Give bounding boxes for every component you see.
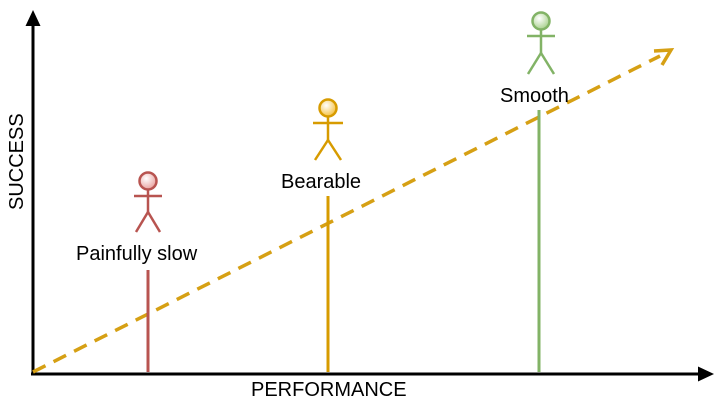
trend-arrowhead <box>653 48 675 66</box>
x-axis <box>31 366 714 382</box>
smooth-label: Smooth <box>500 85 569 107</box>
painfully-slow-label: Painfully slow <box>76 243 198 265</box>
bearable-stick-figure <box>313 98 343 161</box>
trend-line <box>32 48 675 374</box>
figure-smooth <box>526 11 556 372</box>
slow-stick-figure <box>134 171 162 233</box>
x-axis-label: PERFORMANCE <box>251 379 407 401</box>
bearable-label: Bearable <box>281 171 362 193</box>
y-axis-label: SUCCESS <box>6 113 28 210</box>
y-axis <box>25 10 41 374</box>
smooth-stick-figure <box>526 11 556 75</box>
x-axis-arrowhead <box>698 366 714 382</box>
y-axis-arrowhead <box>25 10 41 26</box>
figure-painfully-slow <box>134 171 162 372</box>
figure-bearable <box>313 98 343 372</box>
